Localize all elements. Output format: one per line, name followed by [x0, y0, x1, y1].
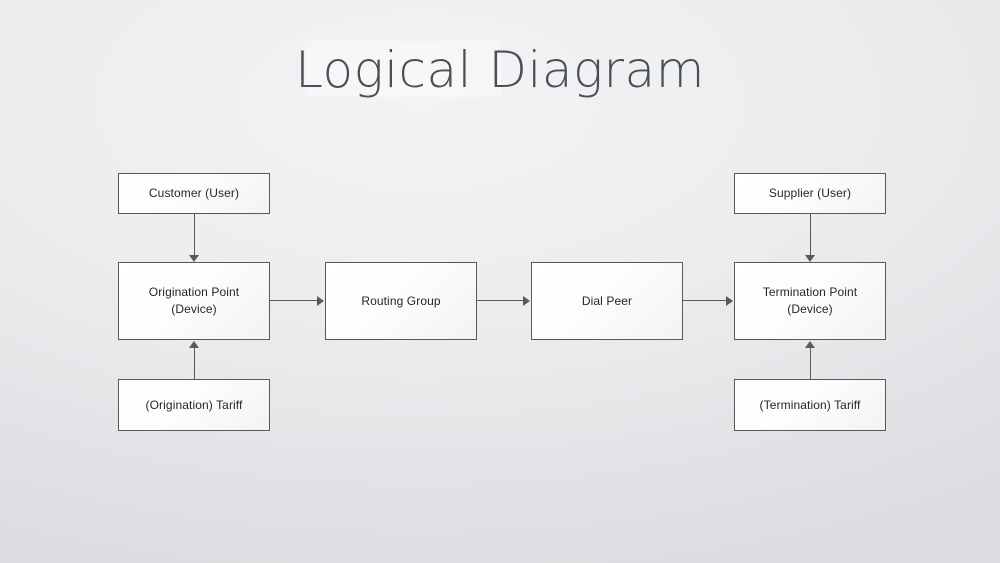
node-customer[interactable]: Customer (User) [118, 173, 270, 214]
arrowhead-origination-to-routing [317, 296, 324, 306]
node-termination-tariff-label: (Termination) Tariff [759, 397, 861, 412]
arrowhead-routing-to-dialpeer [523, 296, 530, 306]
node-origination-tariff[interactable]: (Origination) Tariff [118, 379, 270, 431]
node-dial-peer-label: Dial Peer [581, 293, 633, 308]
node-termination-point[interactable]: Termination Point (Device) [734, 262, 886, 340]
connector-supplier-to-termination [810, 214, 811, 256]
node-supplier-label: Supplier (User) [768, 186, 852, 200]
connector-customer-to-origination [194, 214, 195, 256]
connector-dialpeer-to-termination [683, 300, 728, 301]
node-origination-point-line2: (Device) [171, 302, 217, 316]
connector-routing-to-dialpeer [477, 300, 525, 301]
node-termination-point-line1: Termination Point [762, 285, 858, 299]
node-origination-tariff-label: (Origination) Tariff [145, 397, 243, 412]
arrowhead-customer-to-origination [189, 255, 199, 262]
node-origination-point[interactable]: Origination Point (Device) [118, 262, 270, 340]
node-termination-point-label: Termination Point (Device) [735, 284, 885, 318]
node-termination-tariff[interactable]: (Termination) Tariff [734, 379, 886, 431]
node-customer-label: Customer (User) [148, 186, 240, 200]
node-routing-group[interactable]: Routing Group [325, 262, 477, 340]
node-routing-group-label: Routing Group [361, 293, 441, 308]
connector-termination-tariff-to-termination [810, 347, 811, 379]
arrowhead-termination-tariff-to-termination [805, 341, 815, 348]
node-origination-point-line1: Origination Point [148, 285, 240, 299]
node-supplier[interactable]: Supplier (User) [734, 173, 886, 214]
page-title: Logical Diagram [295, 41, 705, 99]
arrowhead-dialpeer-to-termination [726, 296, 733, 306]
node-dial-peer[interactable]: Dial Peer [531, 262, 683, 340]
node-termination-point-line2: (Device) [787, 302, 833, 316]
arrowhead-supplier-to-termination [805, 255, 815, 262]
connector-origination-tariff-to-origination [194, 347, 195, 379]
node-origination-point-label: Origination Point (Device) [119, 284, 269, 318]
arrowhead-origination-tariff-to-origination [189, 341, 199, 348]
connector-origination-to-routing [270, 300, 319, 301]
